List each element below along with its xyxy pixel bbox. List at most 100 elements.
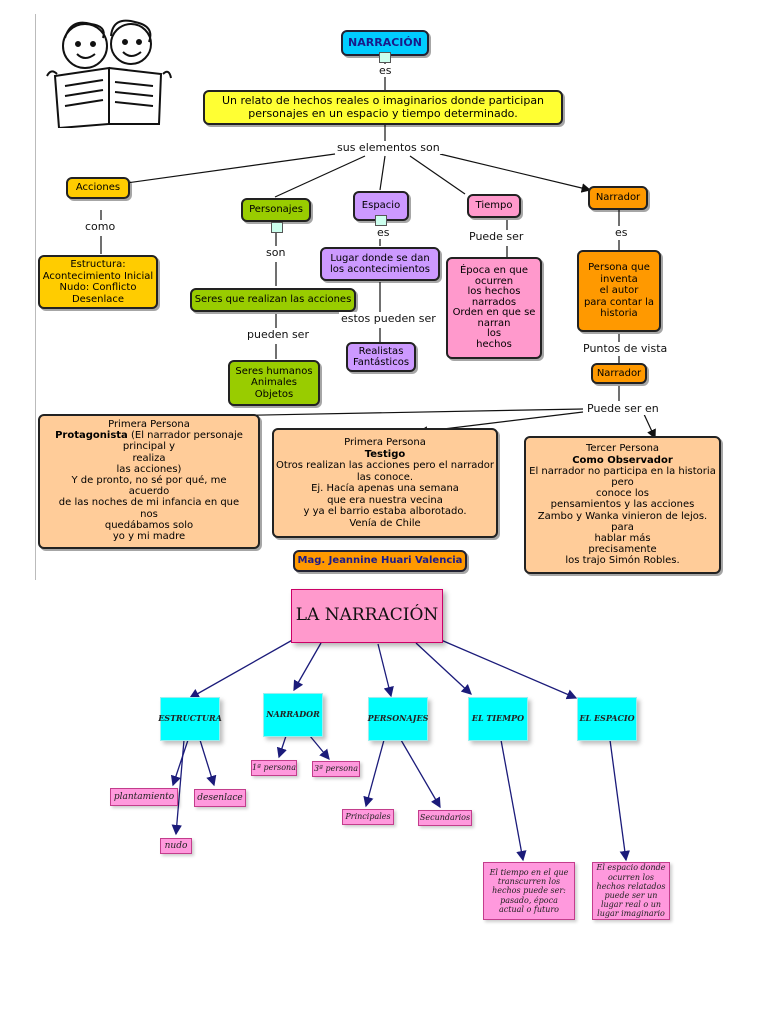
tercer-line: conoce los (595, 488, 649, 500)
primera-bold: Protagonista (55, 430, 128, 442)
epoca-line: Época en que (459, 265, 529, 276)
acciones-text: Acciones (75, 182, 121, 194)
tercer-line: El narrador no participa en la historia (529, 465, 716, 477)
narrador-node: Narrador (588, 186, 648, 210)
tercer-line: hablar más (594, 532, 651, 544)
seres-text: Seres que realizan las acciones (194, 294, 352, 306)
epoca-line: Orden en que se (452, 307, 536, 318)
epoca-line: los (486, 328, 502, 339)
desenlace-text: desenlace (197, 792, 243, 803)
testigo-line: las conoce. (356, 471, 414, 483)
persona-autor-node: Persona que inventa el autor para contar… (577, 250, 661, 332)
concept-map-narracion: NARRACIÓN es Un relato de hechos reales … (35, 14, 735, 580)
espacio-desc-text: El espacio donde ocurren los hechos rela… (596, 863, 666, 919)
testigo-line: Venía de Chile (349, 517, 421, 529)
primera-line: Y de pronto, no sé por qué, me (71, 474, 227, 486)
personajes-node: Personajes (241, 198, 311, 222)
primera-persona-protagonista-node: Primera Persona Protagonista (El narrado… (38, 414, 260, 549)
tercer-persona-observador-node: Tercer Persona Como Observador El narrad… (524, 436, 721, 574)
narrador-text: Narrador (595, 192, 641, 204)
primera-persona-box: 1ª persona (251, 760, 297, 776)
link-estos-pueden-ser: estos pueden ser (339, 312, 438, 325)
tiempo-node: Tiempo (467, 194, 521, 218)
link-pueden-ser: pueden ser (245, 328, 311, 341)
secundarios-text: Secundarios (419, 813, 471, 823)
espacio-text: Espacio (361, 200, 401, 212)
persona-line: el autor (599, 285, 639, 297)
tiempo-text: Tiempo (475, 200, 513, 212)
estructura-node: Estructura: Acontecimiento Inicial Nudo:… (38, 255, 158, 309)
author-text: Mag. Jeannine Huari Valencia (297, 555, 463, 567)
connector-lines (48, 59, 656, 440)
primera-persona-text: 1ª persona (252, 763, 296, 773)
estructura-line: Nudo: Conflicto (59, 282, 137, 293)
concept-map-la-narracion: LA NARRACIÓN ESTRUCTURA NARRADOR PERSONA… (110, 588, 672, 928)
link-sus-elementos: sus elementos son (335, 141, 442, 154)
tercer-line: Zambo y Wanka vinieron de lejos. (537, 510, 708, 522)
seres-tipos-node: Seres humanos Animales Objetos (228, 360, 320, 406)
desenlace-box: desenlace (194, 789, 246, 807)
realistas-line: Realistas (358, 345, 404, 357)
personajes-box-text: PERSONAJES (367, 713, 429, 724)
epoca-line: hechos (476, 338, 512, 350)
primera-line: acuerdo (128, 486, 170, 498)
nudo-box: nudo (160, 838, 192, 854)
epoca-line: los hechos (467, 286, 521, 297)
acciones-node: Acciones (66, 177, 130, 199)
lugar-line: Lugar donde se dan (330, 252, 430, 264)
persona-line: inventa (600, 273, 638, 285)
narrador-box: NARRADOR (263, 693, 323, 737)
testigo-line: Ej. Hacía apenas una semana (311, 483, 459, 494)
primera-line: principal y (122, 441, 176, 453)
la-narracion-title-node: LA NARRACIÓN (291, 589, 443, 643)
primera-line: quedábamos solo (104, 519, 194, 531)
children-reading-illustration (46, 19, 172, 128)
narracion-title-node: NARRACIÓN (341, 30, 429, 56)
espacio-box: EL ESPACIO (577, 697, 637, 741)
personajes-box: PERSONAJES (368, 697, 428, 741)
realistas-node: Realistas Fantásticos (346, 342, 416, 372)
planteamiento-box: plantamiento (110, 788, 178, 806)
tercer-line: para (611, 521, 634, 533)
la-narracion-title-text: LA NARRACIÓN (295, 605, 439, 626)
document-icon (379, 52, 391, 63)
narrador-punto-vista-node: Narrador (591, 363, 647, 384)
lugar-node: Lugar donde se dan los acontecimientos (320, 247, 440, 281)
testigo-title: Primera Persona (344, 437, 426, 448)
tiempo-box: EL TIEMPO (468, 697, 528, 741)
tiempo-desc-text: El tiempo en el que transcurren los hech… (489, 868, 569, 914)
connector-lines-2 (170, 637, 630, 862)
espacio-box-text: EL ESPACIO (579, 713, 635, 724)
link-son: son (264, 246, 288, 259)
espacio-desc-box: El espacio donde ocurren los hechos rela… (592, 862, 670, 920)
document-icon (271, 222, 283, 233)
tiempo-desc-box: El tiempo en el que transcurren los hech… (483, 862, 575, 920)
seres-tipos-line: Objetos (254, 388, 294, 400)
link-puntos-de-vista: Puntos de vista (581, 342, 670, 355)
primera-title: Primera Persona (108, 419, 190, 430)
link-puede-ser: Puede ser (467, 230, 526, 243)
seres-tipos-line: Seres humanos (235, 365, 313, 377)
estructura-box: ESTRUCTURA (158, 697, 222, 741)
primera-line: (El narrador personaje (130, 430, 243, 442)
primera-line: las acciones) (116, 463, 182, 475)
tercera-persona-box: 3ª persona (312, 761, 360, 777)
link-es: es (377, 64, 394, 77)
persona-line: para contar la (583, 296, 655, 308)
principales-text: Principales (345, 812, 391, 822)
primera-line: de las noches de mi infancia en que (58, 497, 240, 509)
tercer-line: los trajo Simón Robles. (565, 555, 680, 567)
testigo-line: y ya el barrio estaba alborotado. (303, 506, 467, 517)
link-puede-ser-en: Puede ser en (585, 402, 661, 415)
tercer-line: pero (611, 477, 634, 489)
epoca-line: narran (477, 317, 511, 329)
primera-line: realiza (132, 452, 166, 464)
narrador2-text: Narrador (596, 367, 642, 379)
seres-tipos-line: Animales (251, 377, 297, 389)
testigo-line: que era nuestra vecina (327, 494, 443, 506)
planteamiento-text: plantamiento (113, 791, 175, 802)
estructura-line: Estructura: (70, 259, 126, 270)
tercer-bold: Como Observador (572, 454, 673, 466)
link-como: como (83, 220, 118, 233)
tiempo-box-text: EL TIEMPO (471, 713, 525, 724)
